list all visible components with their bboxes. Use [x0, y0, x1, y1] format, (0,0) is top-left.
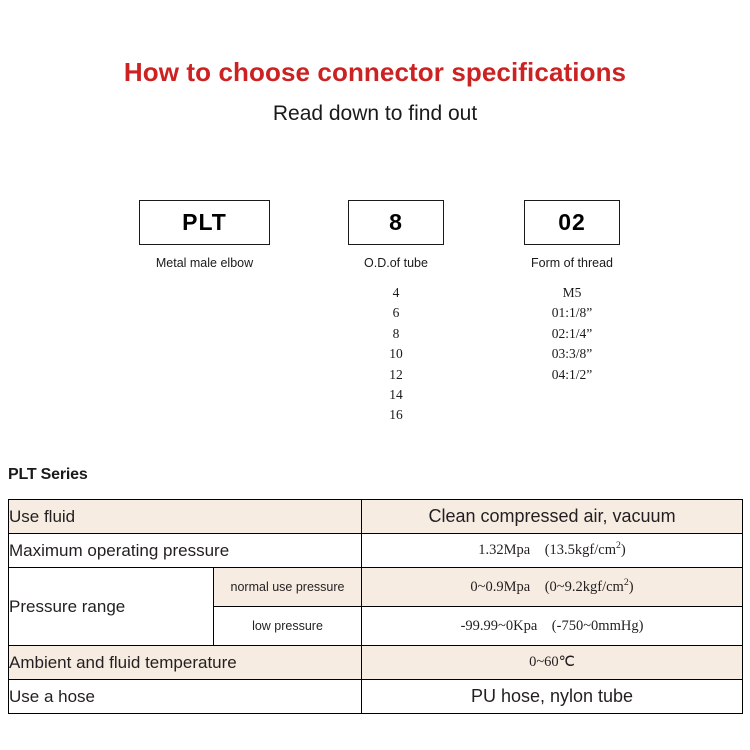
table-cell-label: Ambient and fluid temperature [7, 645, 363, 680]
table-cell-label: Maximum operating pressure [7, 533, 363, 568]
code-option: 16 [389, 407, 403, 423]
code-option: 8 [392, 325, 400, 341]
code-options-od: 4 6 8 10 12 14 16 [348, 283, 444, 426]
table-cell-value: 0~60℃ [361, 645, 744, 680]
series-label: PLT Series [8, 466, 88, 483]
table-cell-value: Clean compressed air, vacuum [361, 499, 744, 534]
table-cell-label: Pressure range [8, 567, 214, 646]
code-option: 03:3/8” [551, 346, 593, 362]
table-cell-value: -99.99~0Kpa (-750~0mmHg) [361, 606, 744, 646]
page-subtitle: Read down to find out [272, 102, 478, 125]
code-box-od: 8 [348, 200, 444, 245]
table-cell-subheader: low pressure [212, 606, 363, 646]
code-option: 01:1/8” [551, 305, 593, 321]
value-superscript: 2 [623, 576, 629, 588]
table-cell-label: Use fluid [7, 499, 363, 534]
code-group-thread: 02 Form of thread M5 01:1/8” 02:1/4” 03:3/8… [524, 200, 620, 385]
code-option: 6 [392, 305, 400, 321]
code-option: 14 [389, 387, 403, 403]
code-options-thread: M5 01:1/8” 02:1/4” 03:3/8” 04:1/2” [524, 283, 620, 385]
table-cell-value: PU hose, nylon tube [361, 679, 744, 714]
code-group-series: PLT Metal male elbow [139, 200, 270, 283]
code-option: 10 [389, 346, 403, 362]
code-option: M5 [562, 285, 582, 300]
table-cell-value: 0~0.9Mpa (0~9.2kgf/cm2) [361, 567, 744, 607]
code-group-od: 8 O.D.of tube 4 6 8 10 12 14 16 [348, 200, 444, 426]
code-option: 02:1/4” [551, 325, 593, 341]
code-option: 4 [392, 285, 400, 300]
code-caption-od: O.D.of tube [364, 256, 428, 270]
table-cell-label: Use a hose [7, 679, 363, 714]
code-option: 04:1/2” [551, 366, 593, 382]
code-breakdown: PLT Metal male elbow 8 O.D.of tube 4 6 8 10… [0, 200, 750, 450]
code-box-series: PLT [139, 200, 270, 245]
code-caption-thread: Form of thread [531, 256, 613, 270]
table-cell-value: 1.32Mpa (13.5kgf/cm2) [361, 533, 744, 568]
value-superscript: 2 [616, 540, 621, 552]
page-title: How to choose connector specifications [123, 57, 627, 87]
code-box-thread: 02 [524, 200, 620, 245]
code-caption-series: Metal male elbow [155, 256, 254, 270]
code-option: 12 [389, 366, 403, 382]
table-cell-subheader: normal use pressure [212, 567, 363, 607]
table-row: low pressure-99.99~0Kpa (-750~0mmHg) [9, 606, 744, 646]
